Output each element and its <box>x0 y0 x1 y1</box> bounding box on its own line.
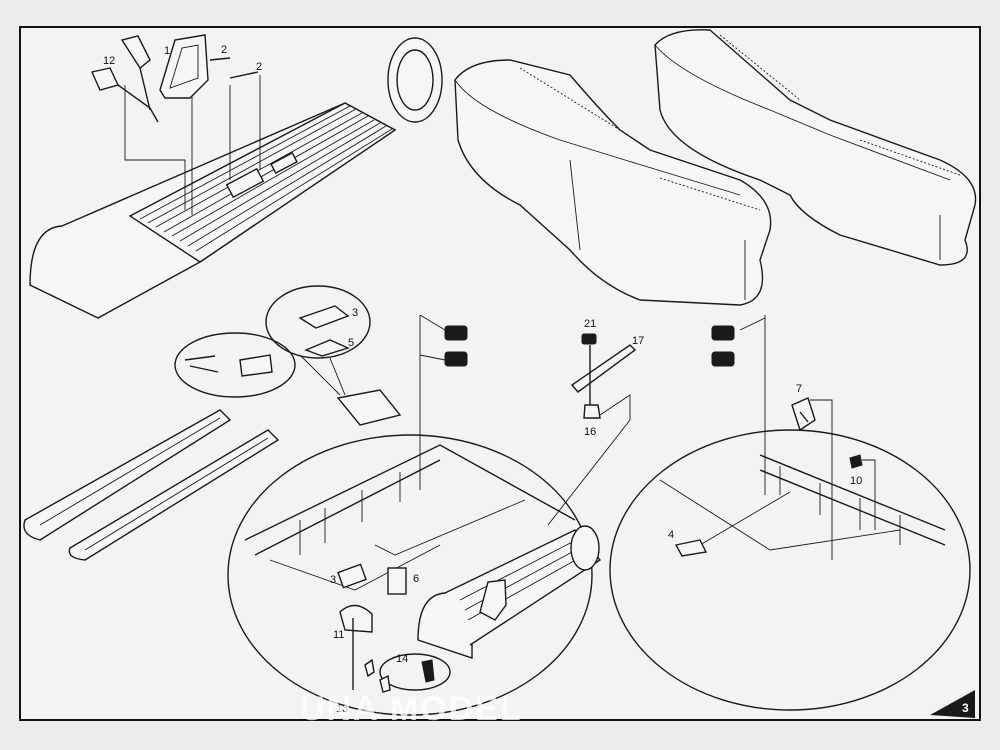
label-12: 12 <box>103 55 115 67</box>
box-part-6 <box>387 567 407 595</box>
seat-frame <box>336 389 402 426</box>
watermark: UNA MODEL <box>300 690 523 728</box>
lever-part-11 <box>339 604 373 633</box>
label-13: 13 <box>336 703 348 715</box>
label-1: 1 <box>164 45 170 57</box>
detail-bubbles: 3 5 <box>174 285 402 426</box>
seat-installed <box>479 579 507 621</box>
part-21 <box>581 333 597 345</box>
fuselage-half-right <box>654 29 977 266</box>
gun-part-17 <box>570 344 637 393</box>
side-panels <box>23 409 280 561</box>
part-10 <box>849 454 863 469</box>
wheel-part-a <box>444 325 468 341</box>
detail-circle-cockpit: 3 6 11 14 13 <box>227 434 602 716</box>
fuselage-half-left <box>454 59 772 306</box>
label-5: 5 <box>348 337 354 349</box>
fuselage-halves <box>454 29 977 306</box>
wheel-part-c <box>711 325 735 341</box>
loose-parts: 21 17 16 7 10 <box>419 314 876 560</box>
label-6: 6 <box>413 573 419 585</box>
box-part-7 <box>791 397 816 432</box>
page-corner <box>930 690 975 718</box>
detail-bubble-small <box>174 332 296 398</box>
part-4 <box>674 539 708 557</box>
cockpit-floor-assembly: 1 2 2 12 <box>29 34 443 320</box>
wheel-part-b <box>444 351 468 367</box>
label-4: 4 <box>668 529 674 541</box>
label-2a: 2 <box>221 44 227 56</box>
label-21: 21 <box>584 318 596 330</box>
label-7: 7 <box>796 383 802 395</box>
label-11: 11 <box>333 629 344 641</box>
label-3a: 3 <box>352 307 358 319</box>
label-10: 10 <box>850 475 862 487</box>
label-14: 14 <box>396 653 408 665</box>
label-17: 17 <box>632 335 644 347</box>
label-16: 16 <box>584 426 596 438</box>
wheel-part-d <box>711 351 735 367</box>
label-3b: 3 <box>330 574 336 586</box>
page-number: 3 <box>962 701 969 715</box>
detail-bubble-parts-3-5 <box>265 285 371 359</box>
detail-circle-rear: 4 <box>609 429 971 711</box>
panel-part-3 <box>337 563 367 589</box>
mount-part-16 <box>583 404 601 419</box>
label-2b: 2 <box>256 61 262 73</box>
